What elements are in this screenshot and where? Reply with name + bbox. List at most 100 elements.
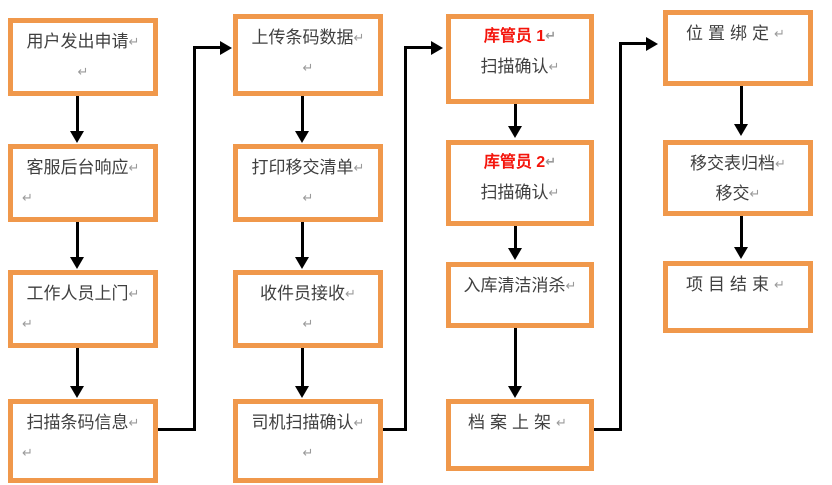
arrow-head-icon [70, 131, 84, 143]
flow-node-label: 司机扫描确认↵ [251, 413, 365, 432]
connector-col3-to-col4-horizontal-out [594, 428, 622, 431]
arrow-head-icon [295, 257, 309, 269]
flow-node-upload-barcode-data[interactable]: 上传条码数据↵ ↵ [233, 14, 383, 96]
return-mark-icon: ↵ [128, 35, 140, 50]
flow-node-sublabel: ↵ [238, 444, 378, 461]
flow-node-label: 库管员 1↵ [483, 28, 557, 45]
connector-n7-n8 [301, 348, 304, 388]
flow-node-label: 工作人员上门↵ [26, 284, 140, 303]
flow-node-label: 入库清洁消杀↵ [463, 276, 577, 295]
arrow-head-icon [508, 386, 522, 398]
return-mark-icon: ↵ [774, 27, 790, 42]
flow-node-receiver-accept[interactable]: 收件员接收↵ ↵ [233, 270, 383, 348]
return-mark-icon: ↵ [302, 191, 314, 206]
return-mark-icon: ↵ [22, 317, 33, 332]
return-mark-icon: ↵ [302, 446, 314, 461]
arrow-head-icon [295, 386, 309, 398]
arrow-head-icon [70, 386, 84, 398]
flow-node-transfer-form-archive[interactable]: 移交表归档↵ 移交↵ [663, 140, 813, 216]
flow-node-location-binding[interactable]: 位置绑定↵ [663, 10, 813, 86]
flow-node-label: 档案上架↵ [468, 413, 572, 432]
flow-node-label: 用户发出申请↵ [26, 32, 140, 51]
connector-n13-n14 [740, 86, 743, 126]
flow-node-user-request[interactable]: 用户发出申请↵ ↵ [8, 18, 158, 96]
return-mark-icon: ↵ [128, 416, 140, 431]
connector-col3-to-col4-horizontal-in [619, 42, 647, 45]
flow-node-label: 移交表归档↵ [690, 154, 786, 173]
connector-n11-n12 [514, 328, 517, 386]
flow-node-label: 项目结束↵ [686, 275, 790, 294]
flow-node-archive-shelving[interactable]: 档案上架↵ [446, 399, 594, 471]
connector-n1-n2 [76, 96, 79, 133]
arrow-head-icon [70, 257, 84, 269]
flow-node-print-transfer-list[interactable]: 打印移交清单↵ ↵ [233, 144, 383, 222]
return-mark-icon: ↵ [565, 279, 577, 294]
flow-node-sublabel: ↵ [13, 444, 162, 461]
flow-node-sublabel: ↵ [238, 189, 378, 206]
return-mark-icon: ↵ [345, 287, 356, 302]
connector-n3-n4 [76, 348, 79, 388]
flow-node-sublabel: ↵ [13, 189, 162, 206]
return-mark-icon: ↵ [775, 157, 786, 172]
connector-col1-to-col2-horizontal-out [158, 428, 196, 431]
arrow-head-icon [734, 124, 748, 136]
return-mark-icon: ↵ [302, 317, 314, 332]
flow-node-sublabel: 移交↵ [715, 184, 761, 203]
flow-node-warehouse-disinfect[interactable]: 入库清洁消杀↵ [446, 262, 594, 328]
return-mark-icon: ↵ [22, 191, 33, 206]
flow-node-sublabel: ↵ [13, 63, 153, 80]
connector-n6-n7 [301, 222, 304, 259]
flow-node-label: 收件员接收↵ [260, 284, 356, 303]
flow-node-scan-barcode[interactable]: 扫描条码信息↵ ↵ [8, 399, 158, 483]
flow-node-label: 扫描条码信息↵ [26, 413, 140, 432]
return-mark-icon: ↵ [22, 446, 33, 461]
arrow-head-icon [220, 41, 232, 55]
connector-n14-n15 [740, 216, 743, 249]
arrow-head-icon [431, 41, 443, 55]
connector-n9-n10 [514, 104, 517, 128]
connector-n5-n6 [301, 96, 304, 133]
connector-n10-n11 [514, 226, 517, 250]
return-mark-icon: ↵ [353, 161, 365, 176]
flow-node-staff-onsite[interactable]: 工作人员上门↵ ↵ [8, 270, 158, 348]
return-mark-icon: ↵ [353, 416, 365, 431]
return-mark-icon: ↵ [556, 416, 572, 431]
flow-node-sublabel: ↵ [238, 59, 378, 76]
connector-col3-to-col4-vertical [619, 42, 622, 431]
connector-col1-to-col2-horizontal-in [193, 46, 221, 49]
return-mark-icon: ↵ [353, 31, 365, 46]
connector-n2-n3 [76, 222, 79, 259]
flow-node-sublabel: ↵ [13, 315, 162, 332]
flow-node-warehouse-keeper-1[interactable]: 库管员 1↵ 扫描确认↵ [446, 14, 594, 104]
flow-node-service-response[interactable]: 客服后台响应↵ ↵ [8, 144, 158, 222]
return-mark-icon: ↵ [128, 161, 140, 176]
return-mark-icon: ↵ [749, 187, 761, 202]
connector-col2-to-col3-horizontal-in [404, 46, 432, 49]
return-mark-icon: ↵ [548, 60, 560, 75]
arrow-head-icon [508, 126, 522, 138]
arrow-head-icon [295, 131, 309, 143]
flow-node-label: 位置绑定↵ [686, 24, 790, 43]
flow-node-label: 库管员 2↵ [483, 154, 557, 171]
flow-node-project-end[interactable]: 项目结束↵ [663, 261, 813, 333]
arrow-head-icon [508, 248, 522, 260]
connector-col2-to-col3-horizontal-out [383, 428, 407, 431]
flow-node-warehouse-keeper-2[interactable]: 库管员 2↵ 扫描确认↵ [446, 140, 594, 226]
return-mark-icon: ↵ [128, 287, 140, 302]
flow-node-label: 客服后台响应↵ [26, 158, 140, 177]
return-mark-icon: ↵ [548, 186, 560, 201]
flow-node-sublabel: 扫描确认↵ [480, 183, 560, 202]
flow-node-driver-scan-confirm[interactable]: 司机扫描确认↵ ↵ [233, 399, 383, 483]
connector-col2-to-col3-vertical [404, 46, 407, 430]
return-mark-icon: ↵ [545, 155, 557, 170]
return-mark-icon: ↵ [77, 65, 89, 80]
flow-node-sublabel: ↵ [238, 315, 378, 332]
return-mark-icon: ↵ [774, 278, 790, 293]
flow-node-sublabel: 扫描确认↵ [480, 57, 560, 76]
arrow-head-icon [734, 247, 748, 259]
connector-col1-to-col2-vertical [193, 46, 196, 430]
flow-node-label: 上传条码数据↵ [251, 28, 365, 47]
return-mark-icon: ↵ [302, 61, 314, 76]
flow-node-label: 打印移交清单↵ [251, 158, 365, 177]
